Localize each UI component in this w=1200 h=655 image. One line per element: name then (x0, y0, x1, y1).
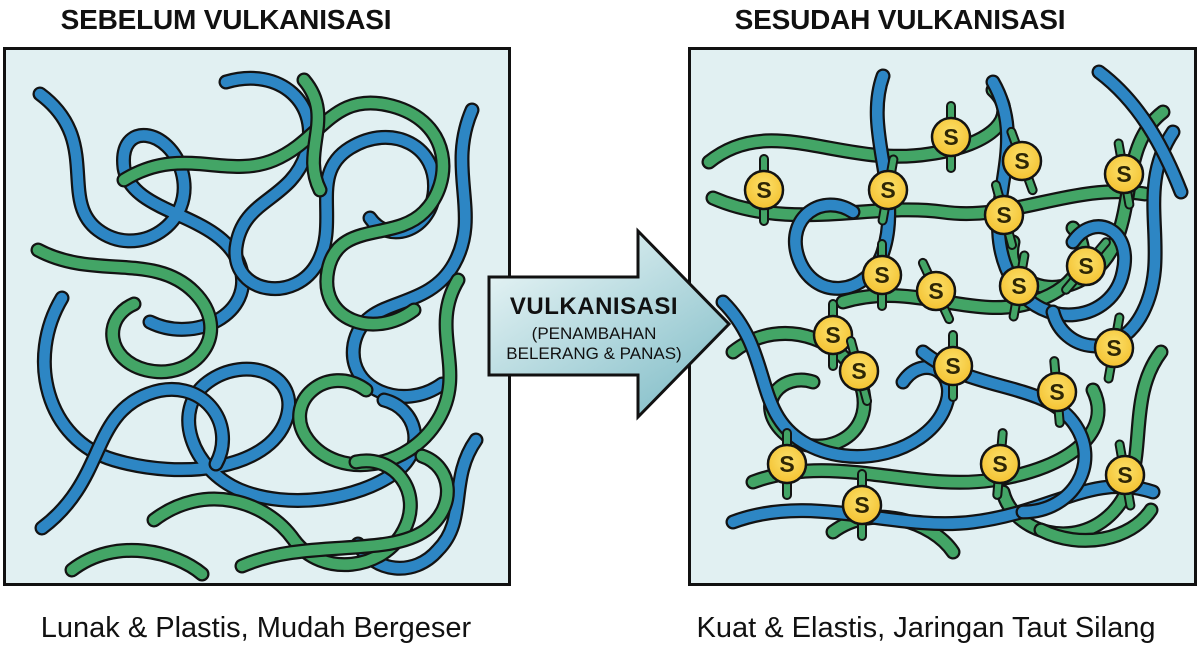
after-caption: Kuat & Elastis, Jaringan Taut Silang (696, 612, 1156, 644)
sulfur-crosslink: S (1001, 126, 1043, 196)
sulfur-crosslink: S (867, 154, 909, 226)
arrow-label: VULKANISASI (510, 293, 678, 320)
sulfur-crosslink: S (979, 428, 1021, 500)
sulfur-symbol: S (880, 177, 895, 203)
arrow-sublabel-line1: (PENAMBAHAN (532, 324, 657, 343)
sulfur-symbol: S (943, 124, 958, 150)
sulfur-crosslink: S (915, 257, 957, 325)
sulfur-symbol: S (1049, 379, 1064, 405)
sulfur-crosslink: S (1061, 237, 1111, 295)
sulfur-atom (861, 254, 903, 296)
sulfur-atom (743, 169, 785, 211)
polymer-chain-blue (348, 104, 478, 402)
sulfur-symbol: S (996, 202, 1011, 228)
sulfur-atom (1104, 454, 1146, 496)
sulfur-crosslink: S (1093, 312, 1135, 384)
sulfur-symbol: S (928, 278, 943, 304)
sulfur-atom (867, 169, 909, 211)
sulfur-atom (1001, 140, 1043, 182)
sulfur-atom (766, 443, 808, 485)
sulfur-crosslink: S (930, 101, 972, 173)
sulfur-symbol: S (779, 451, 794, 477)
polymer-chain-green (236, 450, 453, 572)
sulfur-crosslink: S (841, 469, 883, 541)
polymer-chain-green (118, 97, 449, 330)
before-polymer-drawing (30, 70, 484, 582)
sulfur-symbol: S (1117, 462, 1132, 488)
sulfur-atom (1036, 371, 1078, 413)
sulfur-atom (841, 484, 883, 526)
arrow-shape (487, 227, 732, 421)
sulfur-atom (983, 194, 1025, 236)
sulfur-symbol: S (1014, 148, 1029, 174)
sulfur-atom (930, 116, 972, 158)
polymer-chain-green (707, 186, 1151, 220)
polymer-chain-green (997, 346, 1167, 540)
polymer-chain-blue (917, 346, 1091, 518)
sulfur-crosslink: S (1103, 138, 1145, 210)
sulfur-crosslink: S (998, 250, 1040, 322)
sulfur-crosslink: S (838, 336, 880, 406)
sulfur-atom (979, 443, 1021, 485)
sulfur-crosslink: S (1036, 356, 1078, 428)
sulfur-atom (1065, 245, 1107, 287)
before-title: SEBELUM VULKANISASI (60, 4, 392, 35)
sulfur-atom (915, 270, 957, 312)
after-title: SESUDAH VULKANISASI (734, 4, 1066, 35)
polymer-chain-green (66, 545, 208, 580)
sulfur-atom (1093, 327, 1135, 369)
arrow-sublabel-line2: BELERANG & PANAS) (506, 344, 681, 363)
sulfur-atom (1103, 153, 1145, 195)
sulfur-atom (932, 345, 974, 387)
sulfur-crosslink: S (983, 180, 1025, 250)
sulfur-atom (812, 314, 854, 356)
sulfur-symbol: S (851, 358, 866, 384)
before-caption: Lunak & Plastis, Mudah Bergeser (40, 612, 472, 644)
sulfur-symbol: S (945, 353, 960, 379)
sulfur-crosslink: S (861, 239, 903, 311)
polymer-chain-blue (727, 481, 1159, 529)
vulcanization-arrow: VULKANISASI (PENAMBAHAN BELERANG & PANAS… (478, 222, 740, 428)
sulfur-crosslink: S (766, 428, 808, 500)
sulfur-symbol: S (1078, 253, 1093, 279)
polymer-chain-green (1035, 504, 1157, 546)
sulfur-atom (838, 350, 880, 392)
polymer-chain-blue (790, 70, 895, 294)
polymer-chain-green (148, 455, 416, 570)
sulfur-symbol: S (825, 322, 840, 348)
polymer-chain-green (32, 244, 216, 377)
polymer-chain-blue (36, 384, 228, 534)
sulfur-symbol: S (1011, 273, 1026, 299)
sulfur-symbol: S (854, 492, 869, 518)
sulfur-symbol: S (874, 262, 889, 288)
sulfur-symbol: S (1106, 335, 1121, 361)
sulfur-atom (998, 265, 1040, 307)
polymer-chain-blue (1047, 126, 1179, 352)
sulfur-crosslink: S (812, 299, 854, 371)
sulfur-crosslink: S (932, 330, 974, 402)
sulfur-crosslink: S (743, 154, 785, 226)
sulfur-crosslink: S (1104, 439, 1146, 511)
before-panel (3, 47, 511, 586)
sulfur-symbol: S (756, 177, 771, 203)
sulfur-symbol: S (1116, 161, 1131, 187)
polymer-chain-blue (1093, 66, 1187, 198)
polymer-chain-green (298, 74, 326, 196)
sulfur-symbol: S (992, 451, 1007, 477)
arrow-graphic: VULKANISASI (PENAMBAHAN BELERANG & PANAS… (487, 227, 732, 421)
